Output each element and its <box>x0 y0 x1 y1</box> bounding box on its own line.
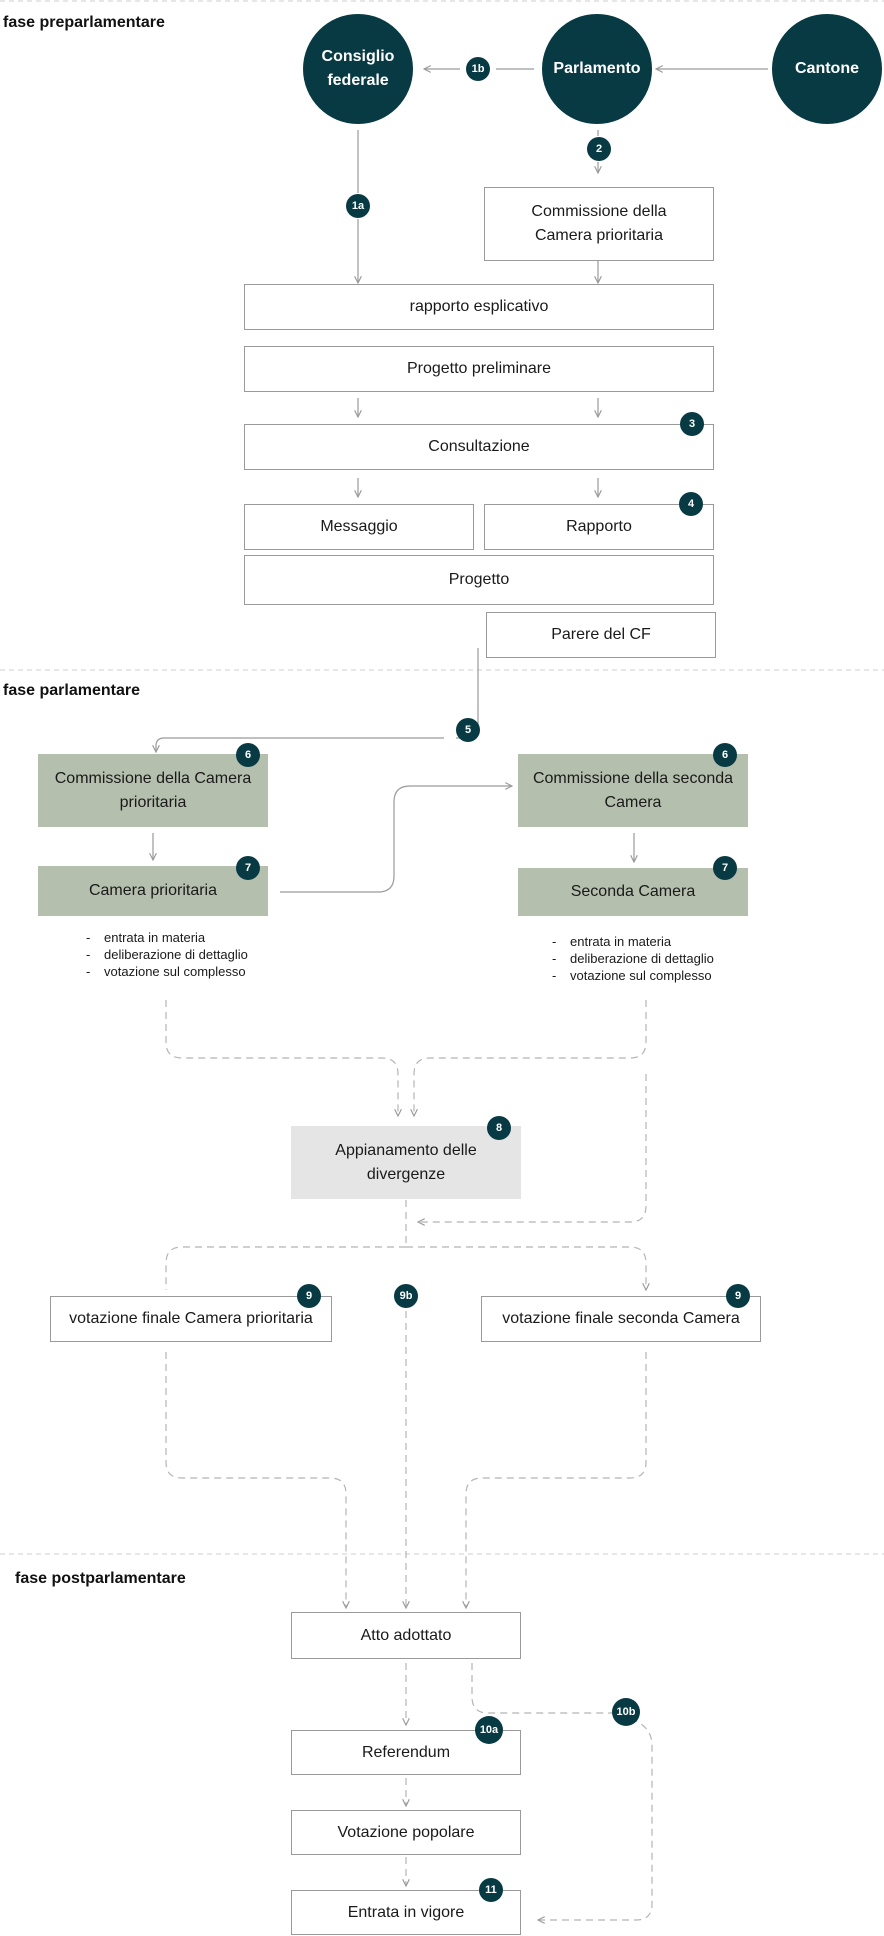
dashed-vf-left-atto <box>165 1352 346 1608</box>
box-progetto: Progetto <box>244 555 714 605</box>
step-badge: 4 <box>679 492 703 516</box>
step-item: votazione sul complesso <box>84 963 248 980</box>
arrow-camera-to-seconda <box>280 786 512 893</box>
node-consiglio-federale: Consiglio federale <box>303 14 413 124</box>
steps-list-left: entrata in materia deliberazione di dett… <box>84 929 248 980</box>
step-badge: 7 <box>713 856 737 880</box>
box-atto-adottato: Atto adottato <box>291 1612 521 1659</box>
step-badge: 6 <box>713 743 737 767</box>
box-parere-cf: Parere del CF <box>486 612 716 658</box>
step-item: deliberazione di dettaglio <box>84 946 248 963</box>
step-badge: 7 <box>236 856 260 880</box>
step-item: entrata in materia <box>84 929 248 946</box>
step-badge: 3 <box>680 412 704 436</box>
dashed-right-to-appianamento <box>414 1000 647 1116</box>
step-badge: 8 <box>487 1116 511 1140</box>
step-item: entrata in materia <box>550 933 714 950</box>
step-badge: 10b <box>612 1698 640 1726</box>
box-seconda-camera: Seconda Camera <box>518 868 748 916</box>
step-badge: 5 <box>456 718 480 742</box>
step-badge: 10a <box>475 1716 503 1744</box>
step-badge: 1a <box>346 194 370 218</box>
box-rapporto: Rapporto <box>484 504 714 550</box>
step-badge: 11 <box>479 1878 503 1902</box>
step-item: votazione sul complesso <box>550 967 714 984</box>
step-item: deliberazione di dettaglio <box>550 950 714 967</box>
arrow-parere-commissione <box>156 648 479 752</box>
node-cantone: Cantone <box>772 14 882 124</box>
phase-label-pre: fase preparlamentare <box>3 14 165 31</box>
dashed-right-to-appianamento-bottom <box>418 1074 647 1222</box>
box-votazione-popolare: Votazione popolare <box>291 1810 521 1855</box>
box-commissione-seconda-camera: Commissione della seconda Camera <box>518 754 748 827</box>
box-rapporto-esplicativo: rapporto esplicativo <box>244 284 714 330</box>
step-badge: 9 <box>726 1284 750 1308</box>
box-camera-prioritaria: Camera prioritaria <box>38 866 268 916</box>
step-badge: 1b <box>466 57 490 81</box>
dashed-vf-right-atto <box>466 1352 647 1608</box>
phase-label-parlamentare: fase parlamentare <box>3 682 140 699</box>
node-parlamento: Parlamento <box>542 14 652 124</box>
steps-list-right: entrata in materia deliberazione di dett… <box>550 933 714 984</box>
box-votazione-finale-seconda: votazione finale seconda Camera <box>481 1296 761 1342</box>
phase-label-postparlamentare: fase postparlamentare <box>15 1570 186 1587</box>
box-commissione-prioritaria-pre: Commissione della Camera prioritaria <box>484 187 714 261</box>
box-consultazione: Consultazione <box>244 424 714 470</box>
dashed-appianamento-split <box>165 1200 646 1290</box>
box-votazione-finale-prioritaria: votazione finale Camera prioritaria <box>50 1296 332 1342</box>
box-commissione-camera-prioritaria: Commissione della Camera prioritaria <box>38 754 268 827</box>
box-messaggio: Messaggio <box>244 504 474 550</box>
box-progetto-preliminare: Progetto preliminare <box>244 346 714 392</box>
step-badge: 6 <box>236 743 260 767</box>
box-appianamento-divergenze: Appianamento delle divergenze <box>291 1126 521 1199</box>
step-badge: 9 <box>297 1284 321 1308</box>
step-badge: 9b <box>394 1284 418 1308</box>
dashed-left-to-appianamento <box>165 1000 398 1116</box>
step-badge: 2 <box>587 137 611 161</box>
